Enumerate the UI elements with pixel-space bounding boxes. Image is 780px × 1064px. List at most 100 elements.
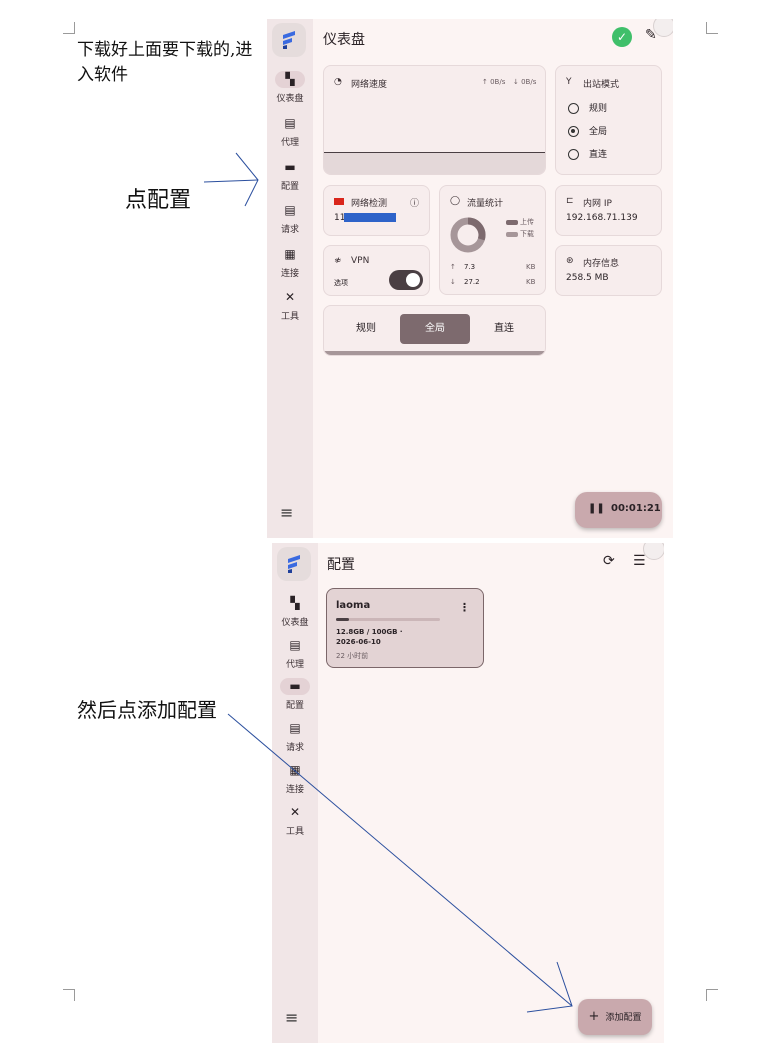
dashboard-icon: ▚ [275,71,305,88]
mode-option-rule[interactable]: 规则 [568,101,607,114]
info-icon[interactable]: ⓘ [410,199,420,209]
page-title: 仪表盘 [323,32,365,48]
sidebar-item-tools[interactable]: ✕ 工具 [272,804,318,837]
profile-updated: 22 小时前 [336,652,369,660]
memory-card: ⊛ 内存信息 258.5 MB [555,245,662,296]
upload-unit: KB [526,263,536,271]
download-total: 27.2 [464,278,480,286]
sidebar-item-proxy[interactable]: ▤ 代理 [267,115,313,148]
memory-label: 内存信息 [583,259,620,269]
refresh-icon[interactable]: ⟳ [603,553,615,569]
sidebar-item-dashboard[interactable]: ▚ 仪表盘 [272,595,318,628]
profile-expiry: 2026-06-10 [336,638,381,646]
plus-icon: + [588,1009,600,1024]
sidebar-item-label: 仪表盘 [276,94,304,104]
download-legend-swatch [506,232,518,237]
sidebar-item-requests[interactable]: ▤ 请求 [272,720,318,753]
arrow-to-profiles-line [203,179,259,183]
vpn-label: VPN [351,256,370,266]
sidebar-item-profiles[interactable]: ▬ 配置 [272,678,318,711]
folder-icon: ▬ [284,160,296,174]
sidebar-item-dashboard[interactable]: ▚ 仪表盘 [267,71,313,104]
connection-icon: ▦ [289,763,301,777]
page-title: 配置 [327,557,355,573]
request-icon: ▤ [289,721,301,735]
profile-card[interactable]: laoma ⋮ 12.8GB / 100GB · 2026-06-10 22 小… [326,588,484,668]
menu-icon[interactable]: ≡ [285,1008,299,1027]
china-flag-icon [334,198,344,205]
sidebar-item-label: 代理 [285,660,304,670]
sidebar-item-label: 请求 [280,225,299,235]
mode-option-label: 规则 [589,104,608,114]
outbound-mode-label: 出站模式 [583,80,620,90]
page-corner-mark [706,22,718,34]
vpn-option-label: 选项 [334,279,348,287]
intro-instruction: 下载好上面要下载的,进入软件 [77,40,253,85]
download-legend-label: 下载 [520,230,534,238]
profiles-screenshot: ▚ 仪表盘 ▤ 代理 ▬ 配置 ▤ 请求 ▦ 连接 ✕ 工具 ≡ 配置 ⟳ ☰ … [272,543,664,1043]
sidebar-item-tools[interactable]: ✕ 工具 [267,289,313,322]
segment-underline [324,351,545,355]
lan-ip-label: 内网 IP [583,199,612,209]
sidebar-item-requests[interactable]: ▤ 请求 [267,202,313,235]
add-profile-button[interactable]: +添加配置 [578,999,652,1035]
proxy-icon: ▤ [289,638,301,652]
segment-global[interactable]: 全局 [400,314,470,344]
lan-ip-value: 192.168.71.139 [566,213,638,223]
sidebar-item-profiles[interactable]: ▬ 配置 [267,159,313,192]
redaction-bar [344,213,396,222]
step-open-profiles-label: 点配置 [125,188,192,213]
segment-direct[interactable]: 直连 [494,323,514,334]
corner-circle-button[interactable] [643,543,664,560]
sidebar-item-label: 代理 [280,138,299,148]
network-speed-label: 网络速度 [351,80,388,90]
nav-rail: ▚ 仪表盘 ▤ 代理 ▬ 配置 ▤ 请求 ▦ 连接 ✕ 工具 ≡ [267,19,313,538]
edit-icon[interactable]: ✎ [645,27,657,43]
download-speed: ↓ 0B/s [513,78,537,86]
vpn-icon: ≉ [334,256,342,266]
usage-progress-fill [336,618,350,621]
corner-circle-button[interactable] [653,19,673,37]
stop-timer-button[interactable]: ❚❚ 00:01:21 [575,492,662,528]
mode-option-global[interactable]: 全局 [568,124,607,137]
sidebar-item-label: 请求 [285,743,304,753]
sidebar-item-label: 工具 [285,827,304,837]
sidebar-item-label: 仪表盘 [281,618,309,628]
sidebar-item-connections[interactable]: ▦ 连接 [272,762,318,795]
sort-icon[interactable]: ☰ [633,553,646,569]
chip-icon: ⊛ [566,256,574,266]
connection-icon: ▦ [284,247,296,261]
sidebar-item-label: 连接 [280,269,299,279]
mode-option-direct[interactable]: 直连 [568,147,607,160]
pause-icon: ❚❚ [588,503,605,514]
traffic-stats-card: ◯ 流量统计 上传 下载 ↑ 7.3 KB ↓ 27.2 KB [439,185,546,295]
sidebar-item-connections[interactable]: ▦ 连接 [267,246,313,279]
radio-checked-icon [568,126,579,137]
nav-rail: ▚ 仪表盘 ▤ 代理 ▬ 配置 ▤ 请求 ▦ 连接 ✕ 工具 ≡ [272,543,318,1043]
vpn-card: ≉ VPN 选项 [323,245,430,296]
dashboard-icon: ▚ [290,596,300,610]
profile-usage: 12.8GB / 100GB · [336,628,403,636]
upload-legend-label: 上传 [520,218,534,226]
more-vert-icon[interactable]: ⋮ [459,601,470,614]
app-logo [277,547,311,581]
tools-icon: ✕ [289,805,301,819]
vpn-toggle[interactable] [389,270,423,290]
outbound-mode-card: Y 出站模式 规则 全局 直连 [555,65,662,175]
network-check-card: 网络检测 ⓘ 11 [323,185,430,236]
traffic-ring-icon: ◯ [450,196,461,206]
segment-rule[interactable]: 规则 [356,323,376,334]
sidebar-item-label: 连接 [285,785,304,795]
menu-icon[interactable]: ≡ [280,503,294,522]
download-unit: KB [526,278,536,286]
sidebar-item-label: 配置 [280,182,299,192]
status-ok-icon: ✓ [612,27,632,47]
memory-value: 258.5 MB [566,273,609,283]
sidebar-item-proxy[interactable]: ▤ 代理 [272,637,318,670]
upload-total: 7.3 [464,263,476,271]
lan-ip-card: ⊏ 内网 IP 192.168.71.139 [555,185,662,236]
usage-progress-bar [336,618,440,621]
page-corner-mark [706,989,718,1001]
outbound-icon: Y [566,77,572,87]
app-logo [272,23,306,57]
